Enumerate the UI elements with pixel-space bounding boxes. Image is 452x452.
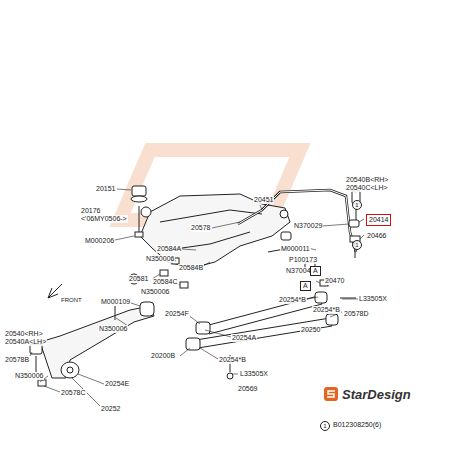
part-number: N370029 [293, 222, 323, 230]
part-number: 20581 [128, 275, 149, 283]
part-number: 20584C [152, 278, 179, 286]
part-number: N350006 [98, 325, 128, 333]
part-number: 20540B<RH> [345, 176, 389, 184]
reference-letter: A [300, 281, 311, 291]
part-number: 20569 [237, 385, 258, 393]
part-number: 20540A<LH> [4, 338, 47, 346]
part-number: 20540<RH> [4, 330, 44, 338]
part-number: 20254E [104, 380, 130, 388]
part-number: 20540C<LH> [345, 184, 389, 192]
part-number: 20578C [60, 389, 87, 397]
part-number: 20466 [366, 232, 387, 240]
part-number: 20176 [80, 207, 101, 215]
part-number: 20252 [100, 405, 121, 413]
part-number: 20578B [4, 356, 30, 364]
note-marker: 1 [352, 240, 362, 250]
reference-letter: A [310, 266, 321, 276]
part-number: N350006 [145, 255, 175, 263]
brand-logo: StarDesign [341, 388, 412, 402]
part-number: 20584B [178, 264, 204, 272]
part-number: 20250 [300, 326, 321, 334]
part-number: 20200B [150, 352, 176, 360]
part-number: N350006 [140, 288, 170, 296]
part-number: 20584A [156, 245, 182, 253]
part-number: 20254*B [278, 296, 307, 304]
part-number: 20578D [343, 310, 370, 318]
highlighted-part-number: 20414 [366, 214, 391, 226]
part-number: M000206 [84, 237, 115, 245]
diagram-code: B012308250(6) [332, 421, 382, 429]
part-number: 20254A [231, 334, 257, 342]
part-number: 20254*B [218, 356, 247, 364]
part-number: 20470 [324, 277, 345, 285]
part-number: M000011 [280, 245, 311, 253]
part-number: <'06MY0506-> [80, 215, 128, 223]
part-number: 20254F [164, 310, 190, 318]
part-number: 20578 [190, 224, 211, 232]
note-marker: 1 [352, 200, 362, 210]
part-number: L33505X [358, 295, 388, 303]
part-number: 20451 [253, 196, 274, 204]
part-number: 20151 [95, 185, 116, 193]
part-number: N350006 [14, 372, 44, 380]
part-number: M000109 [100, 298, 131, 306]
note-marker: 1 [320, 421, 330, 431]
part-number: 20254*B [312, 306, 341, 314]
part-number: P100173 [288, 256, 318, 264]
direction-label: FRONT [60, 296, 83, 304]
part-number: L33505X [239, 370, 269, 378]
